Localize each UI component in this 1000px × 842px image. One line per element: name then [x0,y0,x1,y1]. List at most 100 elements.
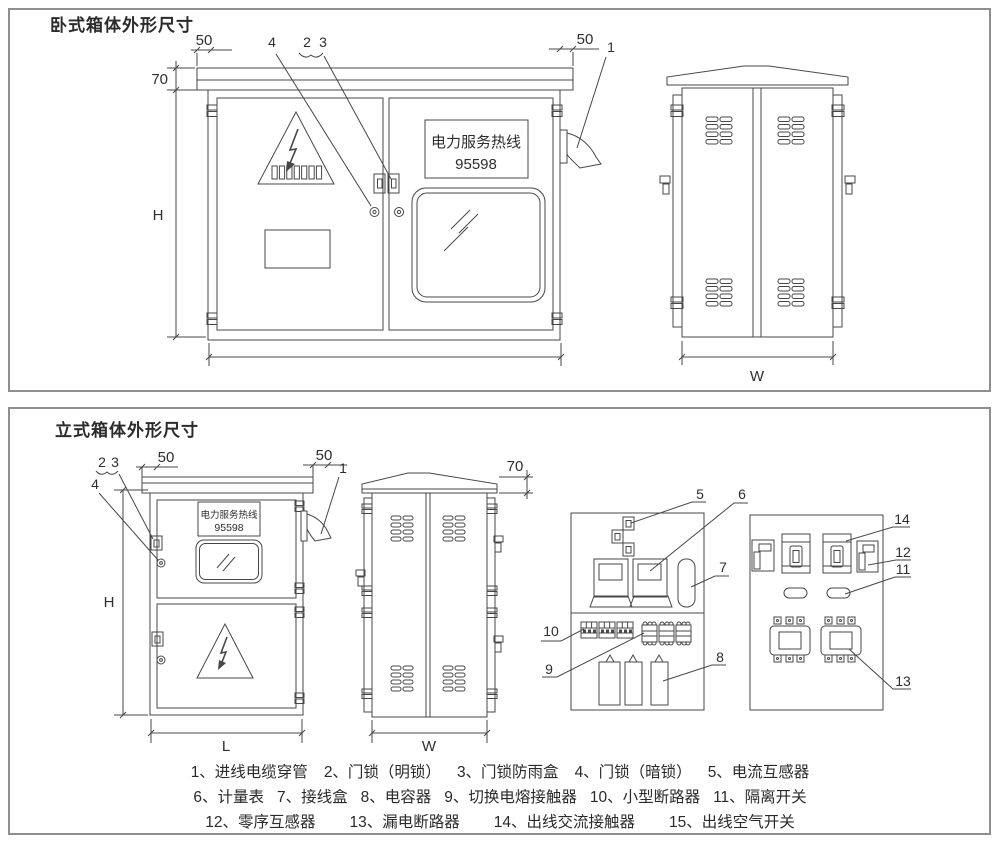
legend-row: 6、计量表 7、接线盒 8、电容器 9、切换电熔接触器 10、小型断路器 11、… [0,785,1000,810]
legend-item: 3、门锁防雨盒 [456,764,559,781]
hinge-icon [670,104,845,309]
dim-width: W [750,368,765,385]
legend-item: 2、门锁（明锁） [323,764,441,781]
leader-line [118,473,154,540]
dim-height: H [104,594,115,611]
zero-sequence-ct [856,540,879,573]
horizontal-front-view: 电力服务热线 95598 [196,67,602,341]
legend-row: 1、进线电缆穿管 2、门锁（明锁） 3、门锁防雨盒 4、门锁（暗锁） 5、电流互… [0,760,1000,785]
part-label-6: 6 [738,486,746,502]
leader-line [848,648,911,690]
roof [361,472,498,494]
dim-overhang-left: 50 [196,32,213,49]
door-latch [373,173,400,194]
leader-line [690,575,729,588]
sign-line1: 电力服务热线 [200,509,258,521]
junction-box [677,558,696,608]
vertical-section-title: 立式箱体外形尺寸 [55,421,199,440]
horizontal-side-view: W [659,65,856,385]
left-door [216,97,384,331]
service-hotline-sign: 电力服务热线 95598 [424,119,529,179]
legend-item: 15、出线空气开关 [669,814,795,831]
energy-meters [589,558,673,608]
roof [666,65,849,86]
leader-line [542,632,645,678]
horizontal-section-title: 卧式箱体外形尺寸 [50,16,194,35]
hinge-icon [294,500,305,704]
leader-line [649,502,748,572]
part-label-12: 12 [895,544,911,560]
door-latch [355,535,504,653]
inspection-window [195,539,263,584]
isolator-switches [783,587,851,599]
louver-vents [390,515,466,692]
changeover-contactors [641,621,692,646]
louver-vents [705,116,805,307]
part-label-2: 2 [98,454,106,470]
sign-line2: 95598 [455,156,497,173]
leader-line [576,56,607,149]
vertical-side-view: 70 W [355,458,533,755]
upper-door [156,499,297,599]
legend-item: 9、切换电熔接触器 [444,789,577,806]
sign-line1: 电力服务热线 [431,134,521,151]
sign-line2: 95598 [214,522,243,534]
leader-line [867,559,911,566]
part-label-5: 5 [696,486,704,502]
capacitors [598,653,669,706]
leader-line [845,526,910,542]
legend-item: 4、门锁（暗锁） [574,764,692,781]
legend-item: 5、电流互感器 [707,764,810,781]
legend-item: 14、出线交流接触器 [493,814,635,831]
current-transformers [611,516,635,557]
legend-item: 6、计量表 [193,789,264,806]
leader-line [323,55,392,180]
legend-item: 12、零序互感器 [205,814,316,831]
horizontal-dimensions: 50 70 H 50 1 4 2 3 [151,31,615,366]
legend-item: 11、隔离开关 [713,789,807,806]
warning-triangle-icon [257,110,335,185]
mini-circuit-breakers [580,621,634,639]
part-label-3: 3 [319,34,327,50]
cabinet-body [149,492,304,716]
leader-line [844,576,911,595]
leader-line [630,501,706,524]
part-label-1: 1 [607,39,615,55]
part-label-9: 9 [545,661,553,677]
internal-panel-b: 14 12 11 13 [749,511,911,711]
vertical-dimensions: 50 50 1 2 3 4 H L [91,447,347,755]
part-label-11: 11 [896,561,911,577]
part-label-3: 3 [111,454,119,470]
part-label-7: 7 [719,559,727,575]
cabinet-body [681,87,834,338]
leader-line [98,492,159,561]
dim-overhang-right: 50 [577,31,594,48]
part-label-4: 4 [91,476,99,492]
legend-item: 1、进线电缆穿管 [190,764,308,781]
leader-line [275,53,372,207]
dim-overhang-right: 50 [316,447,333,464]
cable-duct [300,510,332,542]
outgoing-contactor-units [781,533,852,574]
vent-grille [271,165,323,180]
door-latch [659,175,856,195]
part-label-2: 2 [303,34,311,50]
parts-legend: 1、进线电缆穿管 2、门锁（明锁） 3、门锁防雨盒 4、门锁（暗锁） 5、电流互… [0,760,1000,835]
name-plate [264,229,331,269]
dim-roof-height: 70 [151,71,168,88]
roof [196,67,574,91]
leader-line [320,476,340,535]
lock-icon [369,207,404,217]
leader-line [541,628,585,642]
lower-door [156,603,297,709]
legend-item: 7、接线盒 [276,789,348,806]
label-brace [298,52,324,58]
service-hotline-sign: 电力服务热线 95598 [197,501,261,537]
hinge-icon [206,104,563,325]
legend-row: 12、零序互感器 13、漏电断路器 14、出线交流接触器 15、出线空气开关 [0,810,1000,835]
part-label-10: 10 [543,623,559,639]
cabinet-body [207,89,561,341]
door-latch [150,535,164,647]
internal-panel-a: 5 6 7 8 9 10 [541,486,748,711]
